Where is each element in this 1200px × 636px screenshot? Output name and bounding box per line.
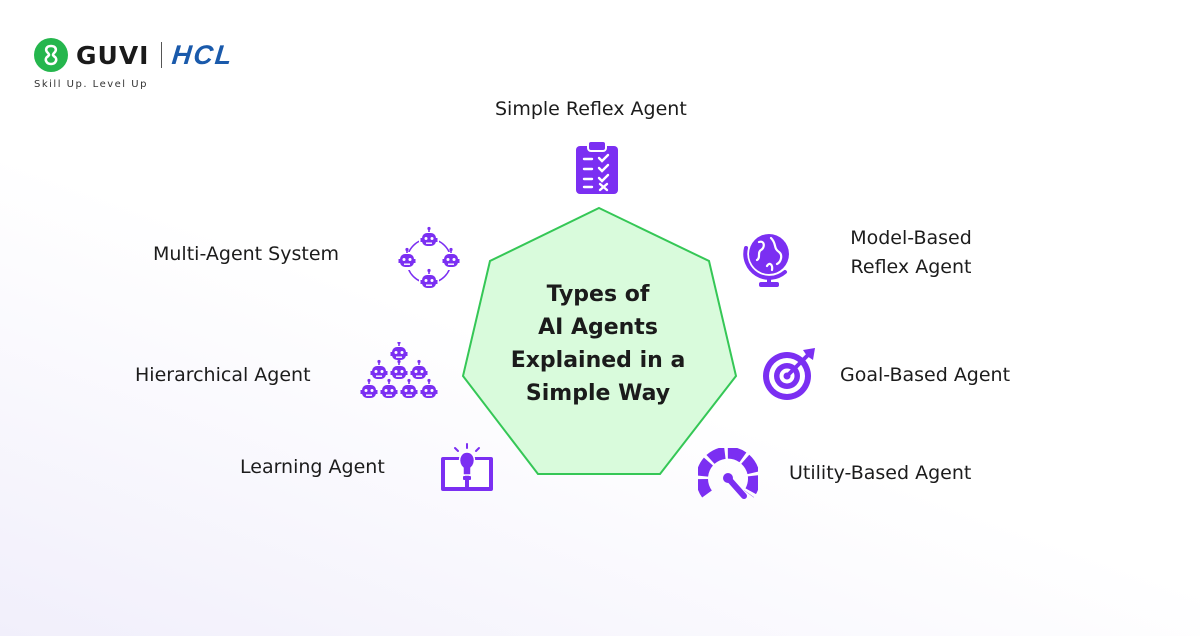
robot-pyramid-icon: [359, 342, 439, 399]
agent-label-goal-based: Goal-Based Agent: [840, 364, 1011, 386]
agent-label-line: Model-Based: [850, 227, 972, 249]
guvi-logo-icon: [34, 38, 68, 72]
speedometer-icon: [698, 448, 758, 499]
book-lightbulb-icon: [441, 443, 493, 491]
clipboard-checklist-icon: [576, 140, 618, 194]
agent-label-hierarchical: Hierarchical Agent: [135, 364, 311, 386]
brand-tagline: Skill Up. Level Up: [34, 79, 148, 90]
globe-icon: [743, 234, 789, 287]
agent-label-line: Reflex Agent: [850, 256, 972, 278]
guvi-wordmark: GUVI: [76, 40, 150, 70]
robot-network-icon: [397, 226, 461, 292]
brand-logo: GUVI HCL: [34, 38, 236, 72]
agent-label-learning: Learning Agent: [240, 456, 385, 478]
logo-divider: [161, 42, 163, 68]
center-title-line: AI Agents: [538, 315, 658, 340]
agent-label-utility-based: Utility-Based Agent: [789, 462, 972, 484]
center-title: Types of AI Agents Explained in a Simple…: [480, 278, 716, 410]
center-title-line: Explained in a: [510, 348, 686, 373]
agent-label-simple-reflex: Simple Reflex Agent: [495, 98, 687, 120]
agent-label-multi-agent: Multi-Agent System: [153, 243, 340, 265]
target-arrow-icon: [763, 348, 815, 400]
agent-label-model-based: Model-Based Reflex Agent: [836, 224, 986, 282]
center-title-line: Simple Way: [525, 381, 671, 406]
center-title-line: Types of: [546, 282, 650, 307]
